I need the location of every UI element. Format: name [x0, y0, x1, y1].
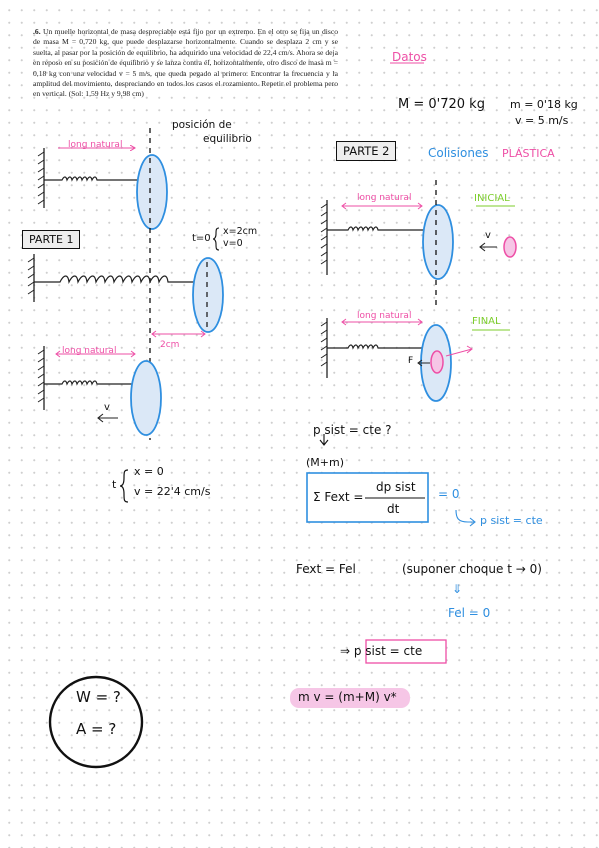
velocity-value: v = 5 m/s — [515, 114, 569, 127]
spring-system-equilibrium — [37, 148, 168, 230]
implies-arrow: ⇓ — [452, 582, 463, 596]
spring-system-stretched — [27, 254, 224, 338]
force-label: F — [408, 356, 414, 366]
total-mass-label: (M+m) — [306, 456, 345, 469]
equilibrium-label-line2: equilibrio — [203, 133, 252, 145]
mass-M-value: M = 0'720 kg — [398, 97, 485, 112]
collision-initial-diagram — [320, 180, 517, 310]
natural-length-label-1: long natural — [68, 140, 123, 150]
assume-instant-collision: (suponer choque t → 0) — [402, 562, 542, 576]
initial-label: INICIAL — [474, 193, 510, 204]
natural-length-label-4: long natural — [357, 311, 412, 321]
problem-number: .6. — [33, 27, 41, 36]
t-label: t — [112, 478, 117, 491]
fext-equals-fel: Fext = Fel — [296, 562, 356, 576]
problem-statement: .6. Un muelle horizontal de masa desprec… — [33, 27, 338, 100]
omega-question: W = ? — [76, 688, 121, 706]
final-label: FINAL — [472, 316, 501, 327]
t-velocity: v = 22'4 cm/s — [134, 485, 211, 498]
momentum-conservation: m v = (m+M) v* — [298, 690, 397, 704]
implies-p-constant: ⇒ p sist = cte — [340, 644, 423, 658]
equals-zero: = 0 — [438, 487, 460, 501]
colisiones-label: Colisiones — [428, 146, 489, 160]
t0-label: t=0 — [192, 233, 211, 244]
parte1-box: PARTE 1 — [22, 230, 81, 249]
velocity-arrow-label: v — [104, 402, 110, 413]
projectile-velocity-label: v — [485, 230, 491, 241]
dp-numerator: dp sist — [376, 480, 416, 494]
p-sist-question: p sist = cte ? — [313, 423, 392, 437]
natural-length-label-2: long natural — [62, 346, 117, 356]
sum-external-forces: Σ Fext = — [313, 490, 364, 504]
fel-zero: Fel = 0 — [448, 606, 491, 620]
amplitude-question: A = ? — [76, 720, 117, 738]
datos-label: Datos — [392, 50, 427, 64]
displacement-label: 2cm — [160, 340, 180, 350]
natural-length-label-3: long natural — [357, 193, 412, 203]
t-position: x = 0 — [134, 465, 164, 478]
t0-velocity: v=0 — [223, 238, 243, 249]
spring-system-moving — [37, 346, 162, 436]
p-sist-constant: p sist = cte — [480, 514, 543, 527]
equilibrium-label-line1: posición de — [172, 119, 232, 131]
parte2-box: PARTE 2 — [336, 141, 397, 161]
mass-m-value: m = 0'18 kg — [510, 98, 578, 111]
dt-denominator: dt — [387, 502, 400, 516]
problem-text: Un muelle horizontal de masa despreciabl… — [33, 27, 338, 99]
collision-final-diagram — [320, 318, 473, 402]
plastica-label: PLÁSTICA — [502, 147, 555, 160]
t0-position: x=2cm — [223, 226, 258, 237]
